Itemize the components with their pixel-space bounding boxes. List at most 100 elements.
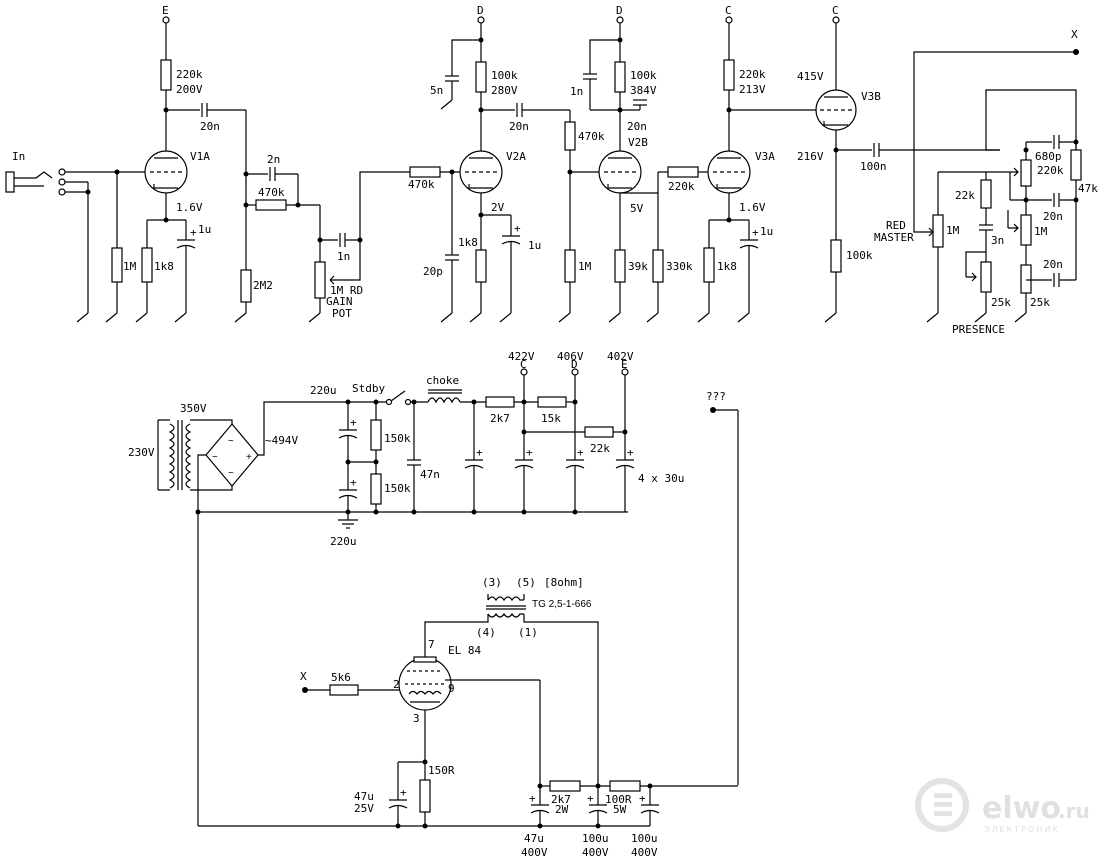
el84-cathode-cap-v-label: 25V [354,802,374,815]
filter-cap-47n-label: 47n [420,468,440,481]
v2b-grid-resistor [564,121,576,151]
svg-text:−: − [212,452,218,463]
v3b-cathode-resistor [830,239,842,273]
v3a-grid-resistor [667,166,699,178]
ot-pin5-label: (5) [516,576,536,589]
tone-20n-a-label: 20n [1043,210,1063,223]
node-d-terminal-2 [616,16,624,24]
v3a-plate-res-label: 220k [739,68,766,81]
tone-bass-pot-label: 25k [1030,296,1050,309]
dropping-15k-label: 15k [541,412,561,425]
filter-caps-label: 4 x 30u [638,472,684,485]
v1a-plate-resistor [160,59,172,91]
gain-network: 2n 470k 2M2 1n 1M RD GAIN POT [234,110,410,323]
watermark-suffix: .ru [1058,799,1090,823]
v2a-grid-cap-label: 20p [423,265,443,278]
v3a-stage: C 220k 213V V3A 1.6V 1k8 + 1u [697,4,816,323]
watermark: elwo .ru ЭЛЕКТРОНИК [915,778,1090,834]
master-pot-label: 1M [946,224,960,237]
v2b-grid-res-label: 470k [578,130,605,143]
standby-switch[interactable] [390,390,406,402]
presence-pot[interactable] [980,261,992,293]
bleeder-150k-a-label: 150k [384,432,411,445]
v3a-tube-label: V3A [755,150,775,163]
el84-pin7-label: 7 [428,638,435,651]
rectifier-output-label: ~494V [265,434,298,447]
v3b-coupling-label: 100n [860,160,887,173]
watermark-brand: elwo [982,791,1061,826]
ot-pin1-label: (1) [518,626,538,639]
transformer-primary [168,423,175,489]
dropping-2k7-label: 2k7 [490,412,510,425]
node-c-supply-label: C [520,358,527,371]
node-x-label: X [1071,28,1078,41]
red-label: RED [886,219,906,232]
watermark-logo-icon [915,778,969,832]
v2b-330k-resistor [652,249,664,283]
tone-mid-pot[interactable] [1020,214,1032,246]
gain-bright-cap-label: 1n [337,250,350,263]
node-e-supply-label: E [621,358,628,371]
v2a-supply-cap-label: 5n [430,84,443,97]
el84-grid-res-label: 5k6 [331,671,351,684]
ot-impedance-label: [8ohm] [544,576,584,589]
filter-cap-100u-a-label: 100u [582,832,609,845]
bleeder-150k-a [370,419,382,451]
svg-text:+: + [529,792,536,805]
el84-cathode-cap-label: 47u [354,790,374,803]
reservoir-cap-top-label: 220u [310,384,337,397]
voltage-406-label: 406V [557,350,584,363]
presence-label: PRESENCE [952,323,1005,336]
ot-pin4-label: (4) [476,626,496,639]
master-label: MASTER [874,231,914,244]
node-c-label-2: C [832,4,839,17]
v2b-330k-label: 330k [666,260,693,273]
v2b-stage: 470k 1M D 1n 100k 384V 20n V2B 5V [558,4,708,323]
tone-47k-resistor [1070,149,1082,181]
v2a-cathode-cap-plus: + [514,222,521,235]
reservoir-cap-bottom-label: 220u [330,535,357,548]
v2b-grid-leak-resistor [564,249,576,283]
filter-cap-100u-b-label: 100u [631,832,658,845]
v2b-plate-resistor [614,61,626,93]
v1a-cathode-resistor [141,247,153,283]
gain-pot[interactable] [314,261,326,299]
tone-bass-pot[interactable] [1020,264,1032,294]
v2b-plate-res-label: 100k [630,69,657,82]
tone-treble-pot[interactable] [1020,159,1032,187]
v2b-cathode-v-label: 5V [630,202,644,215]
watermark-sub: ЭЛЕКТРОНИК [984,825,1060,834]
v2a-stage: 470k D 5n 100k 280V 20n V2A 2V 1k8 [408,4,570,323]
v2a-coupling-label: 20n [509,120,529,133]
el84-pin3-label: 3 [413,712,420,725]
v2b-grid-leak-label: 1M [578,260,592,273]
svg-text:~: ~ [228,468,234,479]
v3a-cathode-v-label: 1.6V [739,201,766,214]
svg-text:+: + [639,792,646,805]
node-c-label-1: C [725,4,732,17]
svg-text:~: ~ [228,436,234,447]
input-jack[interactable]: In [5,150,117,323]
tone-220k-label: 220k [1037,164,1064,177]
v1a-cathode-cap-label: 1u [198,223,211,236]
transformer-secondary [185,423,192,489]
ot-name-label: TG 2,5-1-666 [532,599,592,610]
svg-text:+: + [577,446,584,459]
bright-cap-label: 2n [267,153,280,166]
svg-text:+: + [587,792,594,805]
v3b-plate-v-label: 415V [797,70,824,83]
v3a-cathode-res-label: 1k8 [717,260,737,273]
bleeder-150k-b [370,473,382,505]
red-master-pot[interactable] [932,214,944,248]
v1a-grid-res-label: 1M [123,260,137,273]
presence-22k-label: 22k [955,189,975,202]
power-amp: (3) (5) [8ohm] TG 2,5-1-666 (4) (1) 7 EL… [197,512,738,859]
screen-2k7-w-label: 2W [555,803,569,816]
v2a-plate-resistor [475,61,487,93]
standby-switch-contact-a[interactable] [385,398,393,406]
presence-pot-label: 25k [991,296,1011,309]
filter-cap-100u-a-v-label: 400V [582,846,609,859]
v2a-plate-v-label: 280V [491,84,518,97]
voltage-422-label: 422V [508,350,535,363]
gain-shunt-res-label: 2M2 [253,279,273,292]
